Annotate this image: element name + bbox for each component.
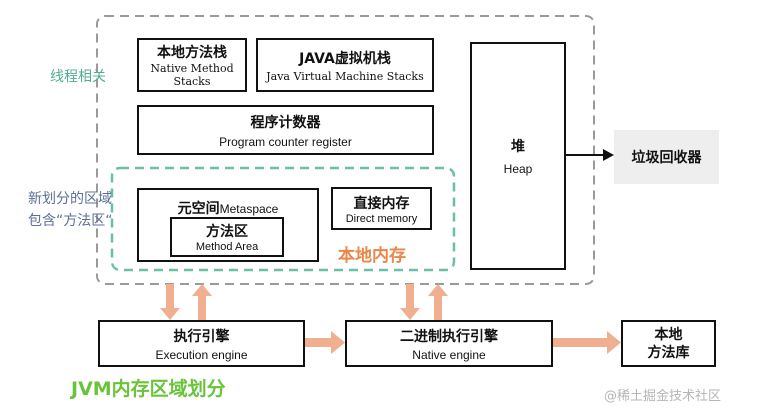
native-method-stack-box: 本地方法栈 Native Method Stacks xyxy=(137,38,247,92)
watermark: @稀土掘金技术社区 xyxy=(604,389,722,404)
native-method-stack-en1: Native Method xyxy=(150,62,234,75)
execution-engine-en: Execution engine xyxy=(155,347,248,362)
method-area-en: Method Area xyxy=(195,241,259,253)
native-method-library-box: 本地 方法库 xyxy=(621,320,716,367)
garbage-collector-box: 垃圾回收器 xyxy=(614,130,719,184)
metaspace-zh: 元空间 xyxy=(177,201,220,217)
native-to-lib-arrow xyxy=(553,331,621,354)
native-method-stack-zh: 本地方法栈 xyxy=(157,45,227,61)
pc-register-en: Program counter register xyxy=(219,134,352,149)
execution-engine-zh: 执行引擎 xyxy=(173,328,230,345)
native-engine-en: Native engine xyxy=(412,347,486,362)
direct-memory-box: 直接内存 Direct memory xyxy=(331,187,432,230)
thread-region-border xyxy=(96,15,595,285)
java-vm-stack-zh: JAVA虚拟机栈 xyxy=(299,50,391,67)
thread-region-label: 线程相关 xyxy=(50,69,106,85)
heap-box: 堆 Heap xyxy=(470,42,566,270)
execution-engine-box: 执行引擎 Execution engine xyxy=(98,320,305,367)
heap-zh: 堆 xyxy=(511,139,525,155)
java-vm-stack-en: Java Virtual Machine Stacks xyxy=(266,69,424,83)
direct-memory-zh: 直接内存 xyxy=(353,195,410,212)
native-method-stack-en2: Stacks xyxy=(173,75,211,88)
native-engine-box: 二进制执行引擎 Native engine xyxy=(345,320,553,367)
local-memory-region-border xyxy=(110,166,456,272)
metaspace-en: Metaspace xyxy=(219,202,279,216)
java-vm-stack-box: JAVA虚拟机栈 Java Virtual Machine Stacks xyxy=(256,38,434,92)
method-area-zh: 方法区 xyxy=(206,224,248,240)
diagram-title: JVM内存区域划分 xyxy=(71,378,226,400)
native-up-down-arrows xyxy=(400,284,448,320)
native-lib-line1: 本地 xyxy=(654,326,683,343)
native-lib-line2: 方法库 xyxy=(647,344,690,361)
new-area-label-line2: 包含“方法区“ xyxy=(28,213,113,229)
new-area-label-line1: 新划分的区域 xyxy=(28,191,112,207)
native-engine-zh: 二进制执行引擎 xyxy=(400,328,498,345)
exec-up-down-arrows xyxy=(160,284,212,320)
direct-memory-en: Direct memory xyxy=(345,212,418,225)
garbage-collector-label: 垃圾回收器 xyxy=(631,150,702,166)
heap-to-gc-arrow xyxy=(566,149,614,161)
method-area-box: 方法区 Method Area xyxy=(170,217,284,257)
heap-en: Heap xyxy=(503,162,533,176)
metaspace-label: 元空间Metaspace xyxy=(178,198,279,218)
pc-register-box: 程序计数器 Program counter register xyxy=(137,105,434,155)
local-memory-label: 本地内存 xyxy=(338,246,406,266)
exec-to-native-arrow xyxy=(305,331,345,354)
pc-register-zh: 程序计数器 xyxy=(250,114,321,131)
